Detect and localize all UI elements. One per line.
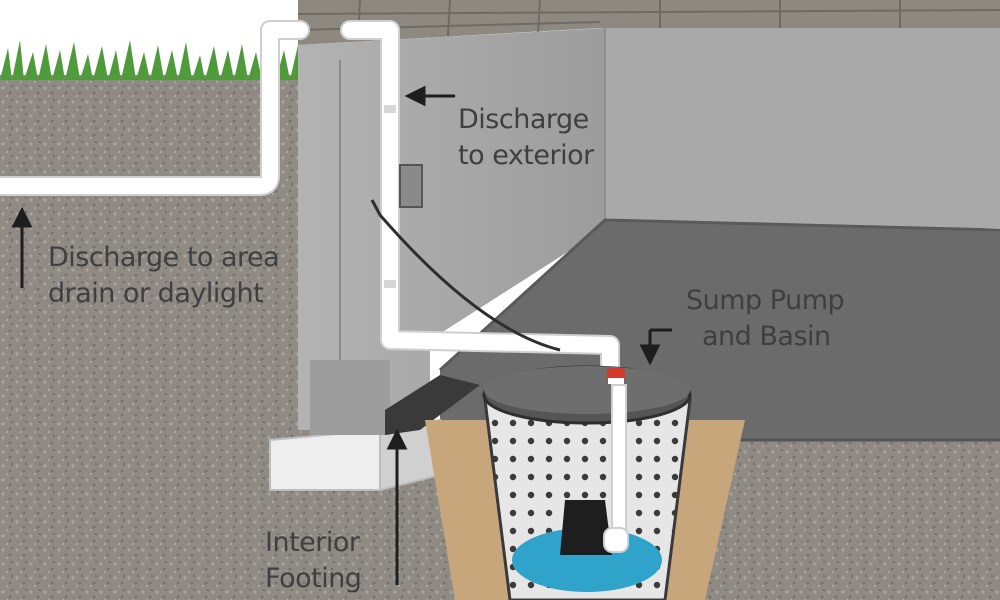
arrows <box>11 85 672 585</box>
label-line: Interior <box>265 527 360 558</box>
label-sump-pump: Sump Pump and Basin <box>686 283 845 355</box>
interior-discharge-pipe <box>340 20 620 382</box>
arrow-sump-pump <box>639 328 672 366</box>
arrow-discharge-exterior <box>404 85 455 107</box>
label-line: Sump Pump <box>686 285 845 316</box>
back-wall <box>605 28 1000 228</box>
side-wall <box>298 28 605 430</box>
label-line: and Basin <box>702 321 831 352</box>
exterior-discharge-pipe <box>0 20 310 196</box>
interior-drain <box>385 375 480 435</box>
outlet-box <box>399 164 423 208</box>
label-line: to exterior <box>458 140 594 171</box>
arrow-discharge-area <box>11 206 33 288</box>
sump-pump <box>560 384 629 555</box>
power-cord <box>370 199 561 352</box>
label-line: Discharge <box>458 104 589 135</box>
sump-basin <box>482 365 692 600</box>
footing <box>269 360 441 492</box>
label-discharge-exterior: Discharge to exterior <box>458 102 594 174</box>
label-line: drain or daylight <box>48 278 264 309</box>
label-line: Footing <box>265 563 362 594</box>
label-interior-footing: Interior Footing <box>265 525 362 597</box>
label-discharge-area: Discharge to area drain or daylight <box>48 240 280 312</box>
grass <box>0 40 300 80</box>
arrow-interior-footing <box>386 428 408 585</box>
label-line: Discharge to area <box>48 242 280 273</box>
